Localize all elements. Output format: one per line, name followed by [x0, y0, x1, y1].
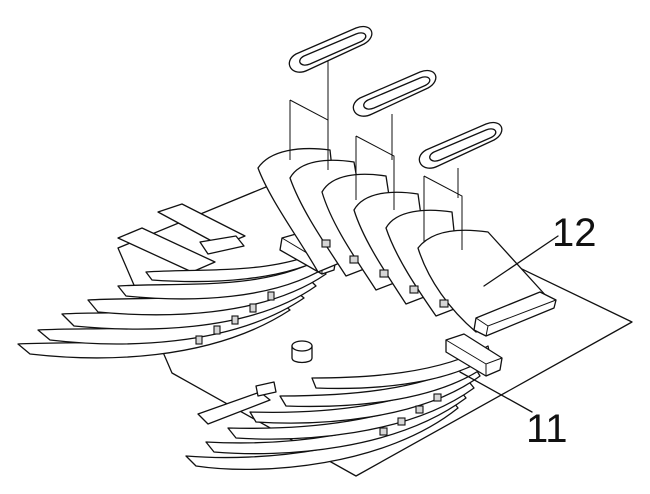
gasket-1 [288, 25, 373, 73]
standoff-post [291, 340, 313, 364]
rear-flex-cable-stack [257, 147, 557, 337]
cable-fold-lines [289, 56, 463, 250]
callout-12: 12 [483, 211, 597, 287]
gasket-3 [418, 121, 503, 169]
left-loose-cable-strips [117, 203, 246, 273]
gasket-2 [352, 69, 437, 117]
left-contact-pins [195, 291, 275, 345]
callout-label-12: 12 [552, 211, 597, 255]
callout-label-11: 11 [526, 407, 568, 451]
front-flex-cable-stack [185, 333, 503, 471]
callout-11: 11 [459, 371, 568, 451]
front-loose-cable-strips [197, 381, 277, 425]
rear-contact-pins [321, 239, 449, 308]
front-contact-pins [379, 393, 442, 436]
